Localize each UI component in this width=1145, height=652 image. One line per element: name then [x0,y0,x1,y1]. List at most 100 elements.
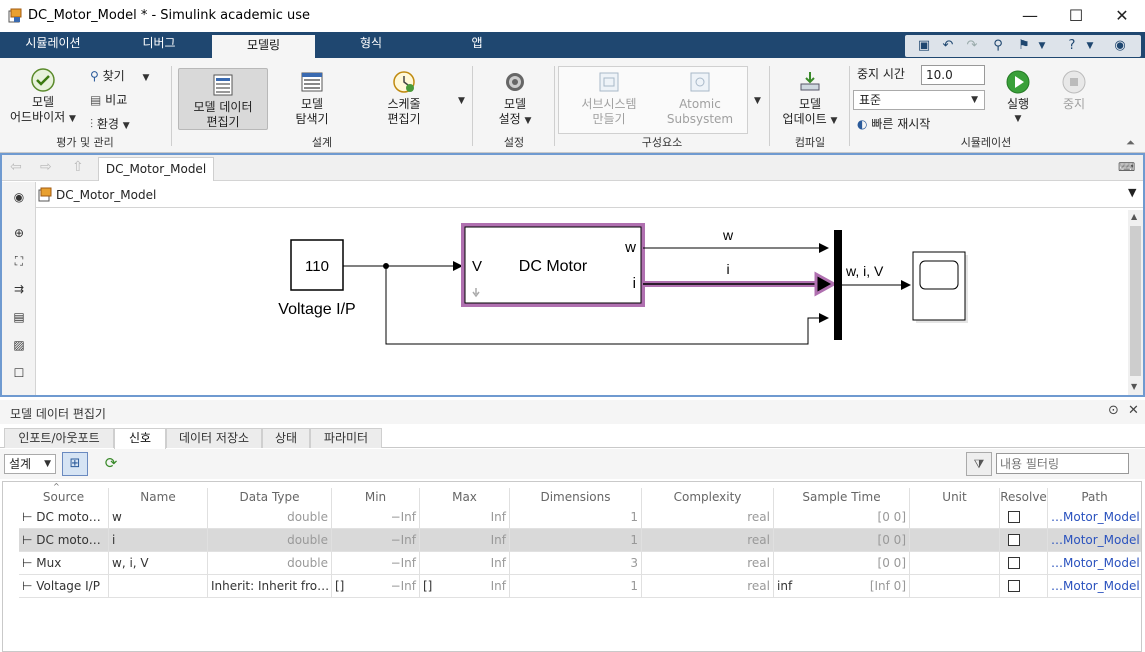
minimize-button[interactable]: — [1022,6,1038,25]
create-subsystem-button[interactable]: 서브시스템 만들기 [564,70,654,132]
view-select[interactable]: 설계▼ [4,454,56,474]
simulation-mode-select[interactable]: 표준▼ [853,90,985,110]
fast-restart-toggle[interactable]: ◐ 빠른 재시작 [857,117,931,131]
update-model-button[interactable]: 모델 업데이트 ▼ [773,70,847,134]
model-settings-button[interactable]: 모델 설정 ▼ [480,70,550,134]
constant-value: 110 [305,258,329,275]
col-path[interactable]: Path [1081,490,1108,504]
subsystem-icon [599,72,619,92]
chevron-down-icon[interactable]: ▼ [1038,41,1046,51]
mux-block[interactable] [834,230,842,340]
tab-apps[interactable]: 앱 [471,36,483,50]
col-complexity[interactable]: Complexity [642,488,774,506]
collapse-ribbon-icon[interactable]: ⏶ [1126,136,1135,149]
scroll-down-icon[interactable]: ▼ [1131,382,1138,391]
stop-time-input[interactable]: 10.0 [921,65,985,85]
table-row[interactable]: ⊢ DC moto… i double −Inf Inf 1 real [0 0… [19,529,1141,552]
col-data-type[interactable]: Data Type [208,488,332,506]
tab-simulation[interactable]: 시뮬레이션 [25,36,81,50]
model-explorer-button[interactable]: 모델 탐색기 [272,70,352,132]
tab-states[interactable]: 상태 [262,428,310,448]
breadcrumb-model[interactable]: DC_Motor_Model [56,188,157,202]
tab-signals[interactable]: 신호 [114,428,166,449]
search-icon[interactable]: ⚲ [993,38,1003,53]
atomic-subsystem-button[interactable]: Atomic Subsystem [656,70,744,132]
stop-time-label: 중지 시간 [857,67,905,81]
panel-menu-icon[interactable]: ⊙ [1108,403,1119,418]
tab-data-stores[interactable]: 데이터 저장소 [166,428,262,448]
col-sample-time[interactable]: Sample Time [774,488,910,506]
close-icon[interactable]: ✕ [1128,403,1139,418]
quick-access-toolbar: ▣ ↶ ↷ ⚲ ⚑ ▼ ? ▼ ◉ [905,35,1141,57]
group-evaluate: 모델 어드바이저 ▼ ⚲ 찾기 ▼ ▤ 비교 ⫶ 환경 ▼ 평가 및 관리 [0,62,170,152]
ribbon-options-icon[interactable]: ◉ [1114,38,1126,53]
stop-button[interactable]: 중지 [1049,70,1099,132]
tab-modeling[interactable]: 모델링 [212,35,315,58]
model-tab[interactable]: DC_Motor_Model [98,157,214,181]
signal-arrow-icon[interactable]: ⇉ [13,282,25,296]
col-max[interactable]: Max [420,488,510,506]
keyboard-icon[interactable]: ⌨ [1118,160,1136,174]
fit-view-icon[interactable]: ⛶ [14,254,24,268]
hide-browser-icon[interactable]: ◉ [13,190,25,204]
model-data-editor-button[interactable]: 모델 데이터 편집기 [178,68,268,130]
chevron-down-icon[interactable]: ▼ [1128,186,1137,199]
tab-inports-outports[interactable]: 인포트/아웃포트 [4,428,114,448]
chevron-down-icon[interactable]: ▼ [1086,41,1094,51]
col-name[interactable]: Name [109,488,208,506]
signal-voltage-to-mux[interactable] [385,266,829,345]
redo-icon[interactable]: ↷ [966,38,978,53]
find-button[interactable]: ⚲ 찾기 ▼ [90,69,150,83]
maximize-button[interactable]: ☐ [1068,6,1084,25]
constant-block[interactable] [290,239,344,291]
signal-i-label: i [726,261,729,277]
zoom-icon[interactable]: ⊕ [13,226,25,240]
panel-header: 모델 데이터 편집기 ⊙ ✕ [0,400,1145,424]
environment-button[interactable]: ⫶ 환경 ▼ [90,117,130,131]
resolve-checkbox[interactable] [1008,580,1020,592]
tab-format[interactable]: 형식 [359,36,383,50]
undo-icon[interactable]: ↶ [942,38,954,53]
component-gallery-expand-icon[interactable]: ▼ [754,96,761,106]
scroll-up-icon[interactable]: ▲ [1131,212,1138,221]
col-min[interactable]: Min [332,488,420,506]
hierarchy-toggle-icon[interactable]: ⊞ [62,452,88,476]
group-component: 서브시스템 만들기 Atomic Subsystem ▼ 구성요소 [556,62,768,152]
refresh-icon[interactable]: ⟳ [104,454,118,472]
design-gallery-expand-icon[interactable]: ▼ [458,96,465,106]
clock-icon [393,71,415,93]
model-advisor-button[interactable]: 모델 어드바이저 ▼ [6,68,80,134]
scroll-thumb[interactable] [1130,226,1141,376]
image-icon[interactable]: ▨ [13,338,25,352]
save-icon[interactable]: ▣ [917,38,931,53]
community-icon[interactable]: ⚑ [1018,38,1030,53]
vertical-scrollbar[interactable]: ▲ ▼ [1128,210,1143,395]
close-button[interactable]: ✕ [1115,6,1129,25]
filter-icon[interactable]: ⧩ [966,452,992,476]
compare-button[interactable]: ▤ 비교 [90,93,128,107]
up-icon[interactable]: ⇧ [72,159,84,175]
resolve-checkbox[interactable] [1008,511,1020,523]
annotation-icon[interactable]: ▤ [13,310,25,324]
schedule-editor-button[interactable]: 스케줄 편집기 [364,70,444,132]
resolve-checkbox[interactable] [1008,557,1020,569]
tab-parameters[interactable]: 파라미터 [310,428,382,448]
col-unit[interactable]: Unit [910,488,1000,506]
col-source[interactable]: Source [19,488,109,506]
table-row[interactable]: ⊢ Mux w, i, V double −Inf Inf 3 real [0 … [19,552,1141,575]
col-dimensions[interactable]: Dimensions [510,488,642,506]
table-row[interactable]: ⊢ Voltage I/P Inherit: Inherit fro… []−I… [19,575,1141,598]
tab-debug[interactable]: 디버그 [142,36,176,50]
table-row[interactable]: ⊢ DC moto… w double −Inf Inf 1 real [0 0… [19,506,1141,529]
col-resolve[interactable]: Resolve [1000,488,1048,506]
help-icon[interactable]: ? [1068,38,1076,53]
run-button[interactable]: 실행 ▼ [993,70,1043,132]
filter-input[interactable] [996,453,1129,474]
ribbon: 모델 어드바이저 ▼ ⚲ 찾기 ▼ ▤ 비교 ⫶ 환경 ▼ 평가 및 관리 모델… [0,58,1145,153]
chevron-down-icon: ▼ [971,95,978,105]
diagram-canvas[interactable]: 110 Voltage I/P DC Motor V w i w i [36,210,1128,395]
forward-icon[interactable]: ⇨ [40,159,52,175]
back-icon[interactable]: ⇦ [10,159,22,175]
resolve-checkbox[interactable] [1008,534,1020,546]
area-icon[interactable]: ☐ [13,366,25,380]
